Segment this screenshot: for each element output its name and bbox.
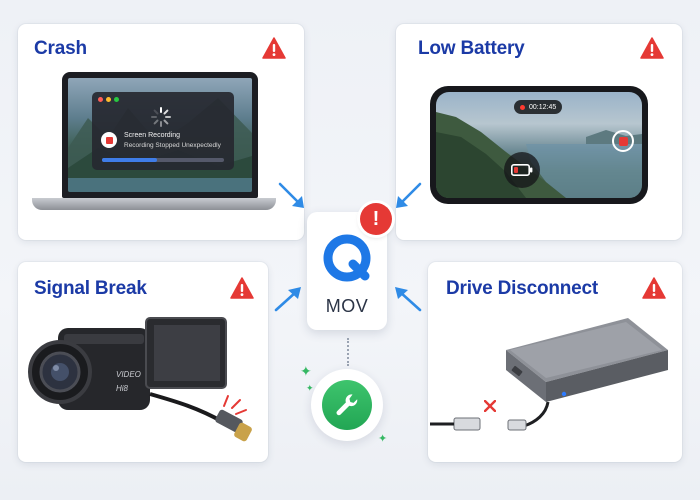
wrench-icon (336, 394, 358, 416)
warning-icon (230, 277, 254, 299)
crash-title: Crash (34, 38, 87, 59)
sparkle-icon: ✦ (300, 363, 312, 379)
laptop-screen: Screen Recording Recording Stopped Unexp… (62, 72, 258, 198)
recording-progress (102, 158, 224, 162)
battery-low-icon (504, 152, 540, 188)
quicktime-icon (323, 234, 371, 282)
camcorder-label-hi8: Hi8 (116, 384, 129, 393)
warning-icon (640, 37, 664, 59)
error-badge: ! (360, 203, 392, 235)
signal-break-card: Signal Break VIDEO Hi8 (18, 262, 268, 462)
connector-line (347, 338, 349, 366)
arrow-from-crash (278, 182, 304, 208)
laptop-display: Screen Recording Recording Stopped Unexp… (68, 78, 252, 192)
camcorder (28, 317, 252, 442)
signal-break-title: Signal Break (34, 278, 147, 299)
drive-disconnect-title: Drive Disconnect (446, 278, 599, 299)
disconnect-x-icon (484, 400, 496, 412)
dialog-message: Recording Stopped Unexpectedly (124, 142, 221, 149)
sparkle-icon: ✦ (306, 383, 314, 393)
window-controls (98, 97, 119, 102)
sparkle-icon: ✦ (378, 433, 388, 445)
phone-screen: 00:12:45 (436, 92, 642, 198)
camcorder-label-video: VIDEO (116, 370, 141, 379)
warning-icon (642, 277, 666, 299)
phone: 00:12:45 (430, 86, 648, 204)
shutter-button[interactable] (612, 130, 634, 152)
drive-disconnect-card: Drive Disconnect (428, 262, 682, 462)
recording-timer: 00:12:45 (514, 100, 563, 114)
arrow-from-low-battery (396, 182, 422, 208)
timer-text: 00:12:45 (529, 103, 557, 111)
arrow-from-signal-break (274, 287, 301, 312)
spinner-icon (151, 107, 171, 127)
arrow-from-drive-disconnect (395, 287, 422, 312)
repair-button[interactable] (311, 369, 383, 441)
dialog-title: Screen Recording (124, 132, 181, 139)
recording-dialog: Screen Recording Recording Stopped Unexp… (92, 92, 234, 170)
repair-circle (322, 380, 372, 430)
mov-format-label: MOV (325, 296, 369, 316)
external-drive (430, 318, 668, 431)
laptop-base (32, 198, 276, 210)
low-battery-title: Low Battery (418, 38, 525, 59)
stop-record-icon (101, 132, 117, 148)
warning-icon (262, 37, 286, 59)
